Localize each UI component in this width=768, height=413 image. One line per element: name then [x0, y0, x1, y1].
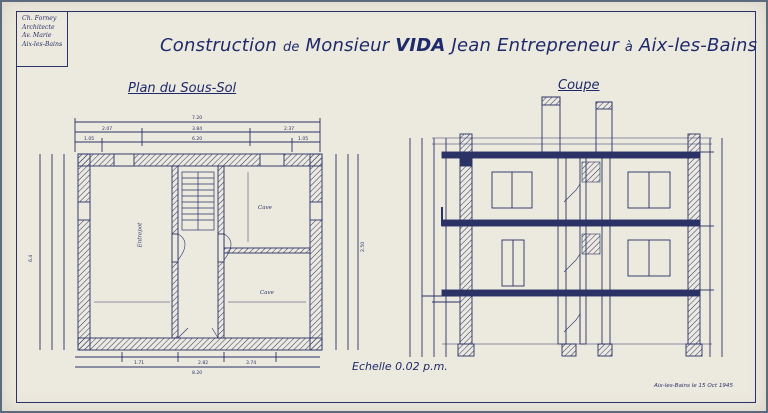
stamp-line: Ch. Forney [22, 15, 57, 22]
coupe-label: Coupe [558, 78, 600, 93]
room-cave-top: Cave [258, 205, 272, 211]
dim-sub1: 1.05 [84, 136, 94, 142]
dim-bottom2: 2.82 [198, 360, 208, 366]
dim-left-side: 6.4 [28, 255, 34, 262]
stamp-line: Architecte [22, 23, 55, 31]
date-label: Aix-les-Bains le 15 Oct 1945 [654, 383, 734, 389]
scale-label: Echelle 0.02 p.m. [352, 360, 448, 373]
room-cave-bottom: Cave [260, 290, 274, 296]
plan-label: Plan du Sous-Sol [128, 81, 237, 96]
dim-right-top: 2.37 [284, 126, 294, 132]
stamp-line: Aix-les-Bains [22, 40, 63, 48]
dim-total-top: 7.20 [192, 115, 202, 121]
dim-sub2: 6.20 [192, 136, 202, 142]
stair-plan [181, 171, 215, 231]
dim-bottom3: 3.74 [246, 360, 256, 366]
dim-sub3: 1.05 [298, 136, 308, 142]
stair-section [563, 161, 601, 342]
dim-mid-top: 3.84 [192, 126, 202, 132]
dim-bottom-total: 8.20 [192, 370, 202, 376]
dim-right-side: 2.50 [360, 242, 366, 252]
room-entrepot: Entrepot [137, 222, 144, 248]
sheet-border [16, 11, 756, 403]
dim-bottom1: 1.71 [134, 360, 144, 366]
dim-left-top: 2.07 [102, 126, 112, 132]
stamp-line: Av. Marie [22, 32, 52, 40]
architect-stamp: Ch. Forney Architecte Av. Marie Aix-les-… [16, 11, 68, 67]
section-view [409, 96, 723, 357]
drawing-title: Construction de Monsieur VIDA Jean Entre… [160, 35, 758, 56]
floor-plan [39, 118, 359, 368]
